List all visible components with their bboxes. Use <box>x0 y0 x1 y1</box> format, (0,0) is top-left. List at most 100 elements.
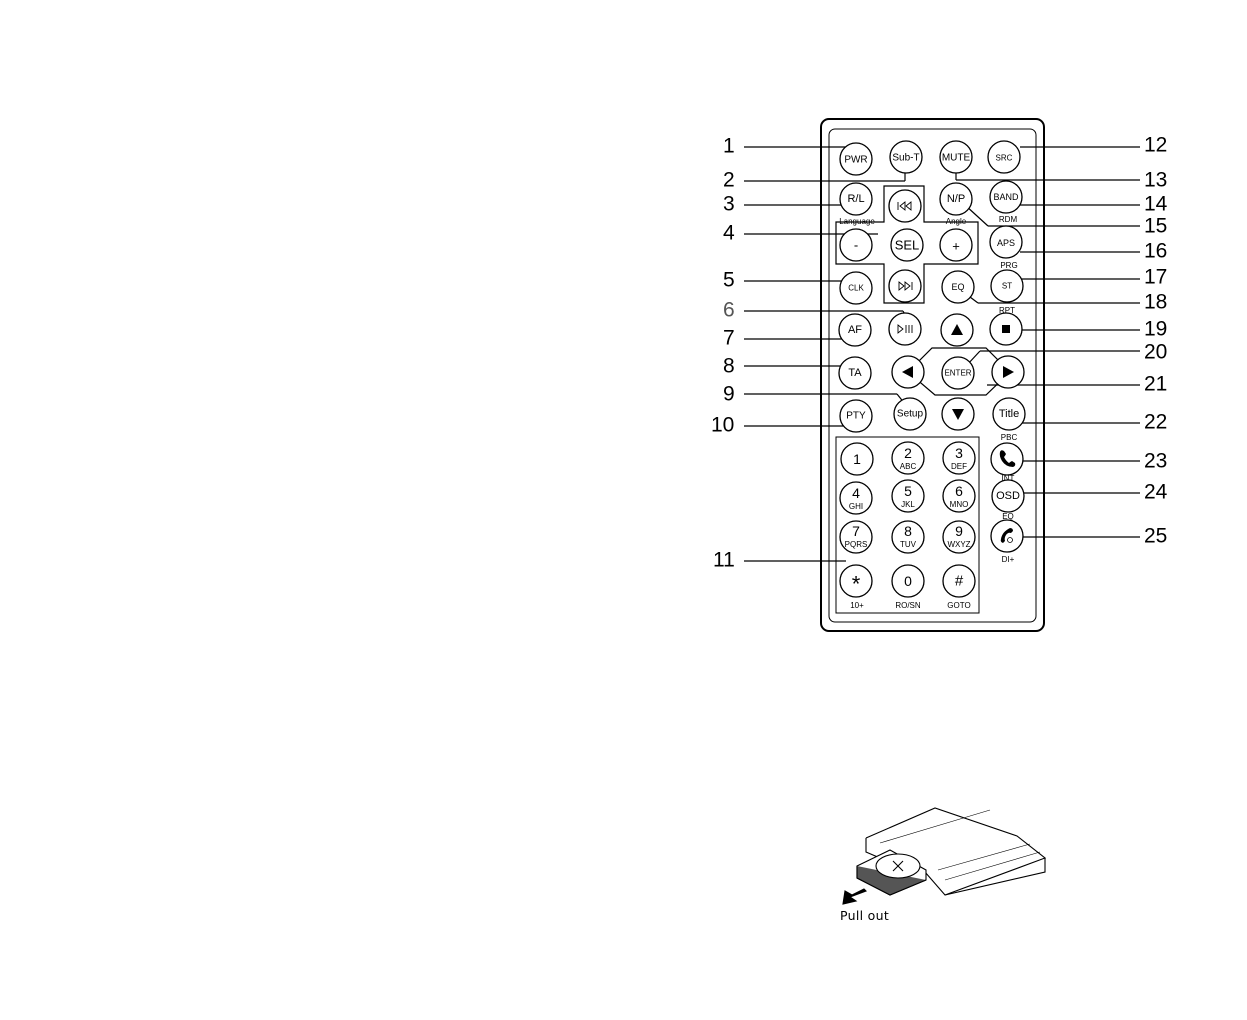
remote-outer-body <box>820 118 1045 632</box>
phone-icon <box>999 450 1016 467</box>
callout-1: 1 <box>723 135 735 158</box>
minus-button[interactable]: - <box>839 228 873 262</box>
mute-button[interactable]: MUTE <box>939 140 973 174</box>
svg-text:N/P: N/P <box>947 193 965 205</box>
svg-text:MUTE: MUTE <box>942 153 971 164</box>
svg-text:2: 2 <box>904 445 912 461</box>
key-hash[interactable]: # <box>942 564 976 598</box>
callout-14: 14 <box>1144 193 1168 216</box>
svg-text:Title: Title <box>999 408 1019 420</box>
hangup-button[interactable] <box>990 519 1024 553</box>
svg-text:6: 6 <box>955 483 963 499</box>
sel-button[interactable]: SEL <box>890 228 924 262</box>
left-arrow-button[interactable] <box>891 355 925 389</box>
osd-button[interactable]: OSD <box>991 479 1025 513</box>
prg-label: PRG <box>1000 261 1017 270</box>
stop-button[interactable] <box>989 312 1023 346</box>
callout-4: 4 <box>723 222 735 245</box>
key-0-sublabel: RO/SN <box>895 601 921 610</box>
plus-button[interactable]: + <box>939 228 973 262</box>
svg-text:ST: ST <box>1002 282 1012 291</box>
svg-text:-: - <box>854 238 858 253</box>
pbc-label: PBC <box>1001 433 1018 442</box>
af-button[interactable]: AF <box>838 313 872 347</box>
callout-21: 21 <box>1144 373 1167 396</box>
callout-20: 20 <box>1144 341 1167 364</box>
previous-track-button[interactable] <box>888 189 922 223</box>
skip-back-icon <box>897 201 912 211</box>
band-button[interactable]: BAND <box>989 180 1023 214</box>
svg-text:R/L: R/L <box>847 193 864 205</box>
clk-button[interactable]: CLK <box>839 271 873 305</box>
stop-icon <box>1002 325 1010 333</box>
svg-text:ENTER: ENTER <box>944 369 971 378</box>
svg-text:5: 5 <box>904 483 912 499</box>
call-button[interactable] <box>990 442 1024 476</box>
callout-19: 19 <box>1144 318 1167 341</box>
callout-numbers: 1 2 3 4 5 6 7 8 9 10 11 12 13 14 15 16 1… <box>711 134 1168 572</box>
pwr-button[interactable]: PWR <box>839 142 873 176</box>
svg-text:SEL: SEL <box>895 238 920 253</box>
play-pause-button[interactable] <box>888 312 922 346</box>
up-arrow-button[interactable] <box>940 313 974 347</box>
subtitle-button[interactable]: Sub-T <box>889 140 923 174</box>
svg-text:EQ: EQ <box>951 282 964 292</box>
st-button[interactable]: ST <box>990 269 1024 303</box>
skip-forward-icon <box>898 281 913 291</box>
hangup-dot-icon <box>1007 537 1013 543</box>
callout-10: 10 <box>711 414 734 437</box>
callout-7: 7 <box>723 327 735 350</box>
ta-button[interactable]: TA <box>838 356 872 390</box>
svg-text:1: 1 <box>853 451 861 467</box>
callout-22: 22 <box>1144 411 1167 434</box>
rl-language-button[interactable]: R/L <box>839 182 873 216</box>
callout-24: 24 <box>1144 481 1168 504</box>
svg-text:#: # <box>955 573 964 590</box>
key-hash-sublabel: GOTO <box>947 601 970 610</box>
eq-button[interactable]: EQ <box>941 270 975 304</box>
setup-button[interactable]: Setup <box>893 397 927 431</box>
np-angle-button[interactable]: N/P <box>939 182 973 216</box>
enter-button[interactable]: ENTER <box>941 356 975 390</box>
callout-11: 11 <box>713 549 735 572</box>
callout-17: 17 <box>1144 266 1167 289</box>
svg-text:PTY: PTY <box>846 411 866 422</box>
pty-button[interactable]: PTY <box>839 399 873 433</box>
next-track-button[interactable] <box>888 269 922 303</box>
svg-text:9: 9 <box>955 523 963 539</box>
angle-label: Angle <box>946 217 967 226</box>
right-arrow-button[interactable] <box>991 355 1025 389</box>
svg-text:AF: AF <box>848 324 862 336</box>
aps-button[interactable]: APS <box>989 225 1023 259</box>
svg-text:SRC: SRC <box>996 154 1013 163</box>
key-star[interactable]: * <box>839 564 873 598</box>
callout-12: 12 <box>1144 134 1167 157</box>
src-button[interactable]: SRC <box>987 140 1021 174</box>
callout-15: 15 <box>1144 215 1167 238</box>
remote-inner-panel <box>828 128 1037 623</box>
callout-25: 25 <box>1144 525 1167 548</box>
svg-text:PQRS: PQRS <box>845 540 868 549</box>
svg-text:TUV: TUV <box>900 540 917 549</box>
int-label: INT <box>1002 474 1015 483</box>
down-arrow-button[interactable] <box>941 397 975 431</box>
key-0[interactable]: 0 <box>891 564 925 598</box>
arrow-pad-outline <box>907 347 1011 396</box>
title-button[interactable]: Title <box>992 397 1026 431</box>
svg-text:MNO: MNO <box>950 500 969 509</box>
svg-text:+: + <box>952 239 960 254</box>
key-1[interactable]: 1 <box>840 442 874 476</box>
svg-text:PWR: PWR <box>844 155 867 166</box>
rpt-label: RPT <box>999 306 1015 315</box>
play-pause-icon <box>897 324 913 334</box>
